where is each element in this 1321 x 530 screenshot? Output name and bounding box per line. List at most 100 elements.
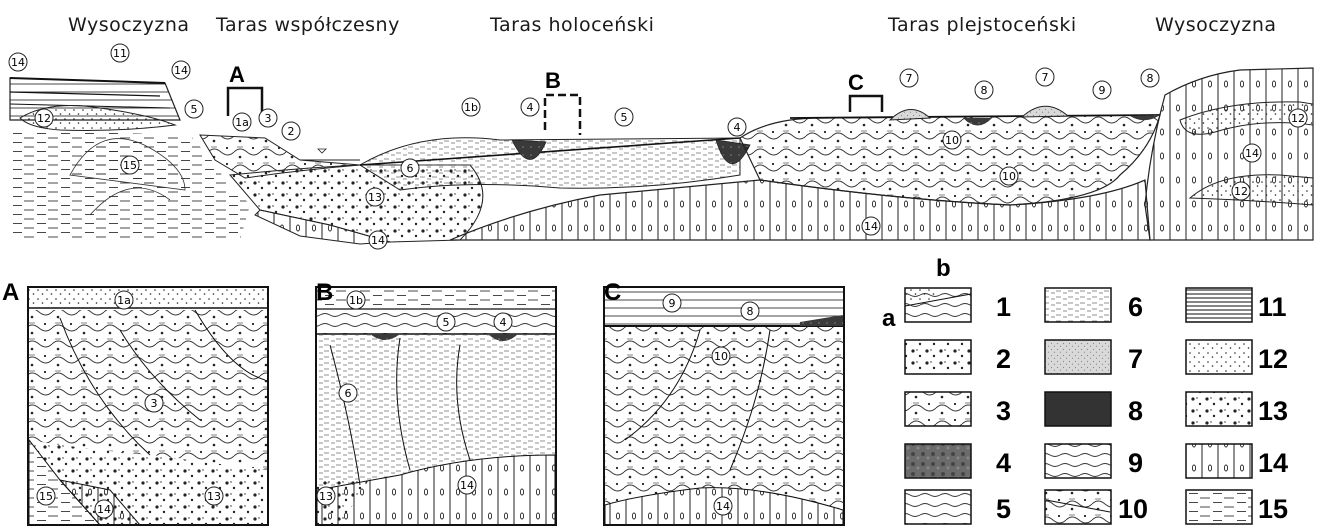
legend-label-6: 6 [1128,292,1143,322]
panel-c-title: C [604,279,621,306]
legend-swatch-14 [1186,444,1252,478]
panel-a-label: 13 [205,487,223,505]
profile-label: 6 [401,159,419,177]
profile-label: 15 [121,156,139,174]
legend-col-header: b [936,255,951,282]
legend-label-15: 15 [1258,494,1288,524]
svg-text:9: 9 [1099,84,1106,97]
svg-text:14: 14 [97,503,111,516]
profile-label: 11 [111,44,129,62]
panel-a-label: 15 [37,487,55,505]
profile-label: 14 [9,53,27,71]
svg-text:10: 10 [1002,170,1016,183]
svg-text:10: 10 [945,134,959,147]
svg-text:12: 12 [1234,185,1248,198]
profile-label: 4 [521,98,539,116]
profile-label: 9 [1093,81,1111,99]
svg-text:8: 8 [747,305,754,318]
profile-label: 12 [35,109,53,127]
legend-label-10: 10 [1118,494,1148,524]
profile-label: 12 [1232,182,1250,200]
legend-row-header: a [882,305,896,332]
profile-label: 10 [1000,167,1018,185]
legend-swatch-8 [1045,392,1111,426]
svg-text:12: 12 [37,112,51,125]
svg-text:6: 6 [345,387,352,400]
panel-b-label: 14 [458,476,476,494]
legend-swatch-6 [1045,288,1111,322]
legend-label-8: 8 [1128,396,1143,426]
svg-text:5: 5 [443,316,450,329]
svg-text:11: 11 [113,47,127,60]
legend-label-2: 2 [996,344,1011,374]
profile-label: 3 [259,109,277,127]
svg-text:12: 12 [1291,112,1305,125]
panel-a-label: 3 [145,394,163,412]
legend-swatch-7 [1045,340,1111,374]
legend-label-4: 4 [996,448,1011,478]
panel-c [604,287,844,525]
svg-text:4: 4 [734,121,741,134]
legend-label-11: 11 [1258,292,1287,322]
legend-swatch-9 [1045,444,1111,478]
legend-label-1: 1 [996,292,1011,322]
profile-label: 14 [862,217,880,235]
legend-swatch-10 [1045,490,1111,524]
profile-label: 14 [1243,144,1261,162]
panel-b-label: 1b [347,291,365,309]
legend-label-12: 12 [1258,344,1288,374]
svg-text:9: 9 [669,297,676,310]
panel-a-label: 1a [115,291,133,309]
svg-text:15: 15 [123,159,137,172]
svg-text:15: 15 [39,490,53,503]
svg-text:14: 14 [864,220,878,233]
section-marker-c: C [848,70,864,95]
profile-label: 14 [172,61,190,79]
svg-text:13: 13 [368,191,382,204]
panel-c-label: 10 [712,347,730,365]
legend: b a 1 2 3 4 5 6 7 8 [882,255,1288,524]
section-marker-b: B [545,68,561,93]
profile-label: 1b [462,98,480,116]
legend-swatch-15 [1186,490,1252,524]
svg-text:1b: 1b [464,101,478,114]
panel-c-label: 8 [741,302,759,320]
profile-label: 7 [900,69,918,87]
panel-b-label: 5 [437,313,455,331]
panel-b [316,287,556,525]
profile-label: 5 [615,108,633,126]
profile-label: 4 [728,118,746,136]
profile-label: 12 [1289,109,1307,127]
legend-swatch-4 [905,444,971,478]
panel-c-label: 9 [663,294,681,312]
svg-text:13: 13 [319,490,333,503]
legend-label-14: 14 [1258,448,1288,478]
legend-label-5: 5 [996,494,1011,524]
section-marker-a: A [229,62,245,87]
profile-label: 8 [1141,69,1159,87]
svg-text:7: 7 [1042,71,1049,84]
panel-b-title: B [316,279,333,306]
svg-text:7: 7 [906,72,913,85]
svg-text:4: 4 [500,316,507,329]
svg-text:14: 14 [460,479,474,492]
profile-label: 13 [366,188,384,206]
legend-swatch-1 [905,288,971,322]
svg-text:13: 13 [207,490,221,503]
svg-text:14: 14 [716,500,730,513]
legend-label-13: 13 [1258,396,1288,426]
svg-text:10: 10 [714,350,728,363]
legend-label-3: 3 [996,396,1011,426]
profile-label: 1a [233,113,251,131]
svg-text:14: 14 [371,234,385,247]
svg-text:8: 8 [1147,72,1154,85]
profile-label: 7 [1036,68,1054,86]
legend-label-9: 9 [1128,448,1143,478]
svg-text:3: 3 [151,397,158,410]
legend-label-7: 7 [1128,344,1143,374]
svg-text:6: 6 [407,162,414,175]
panel-a-title: A [2,279,19,306]
profile-label: 10 [943,131,961,149]
legend-swatch-5 [905,490,971,524]
